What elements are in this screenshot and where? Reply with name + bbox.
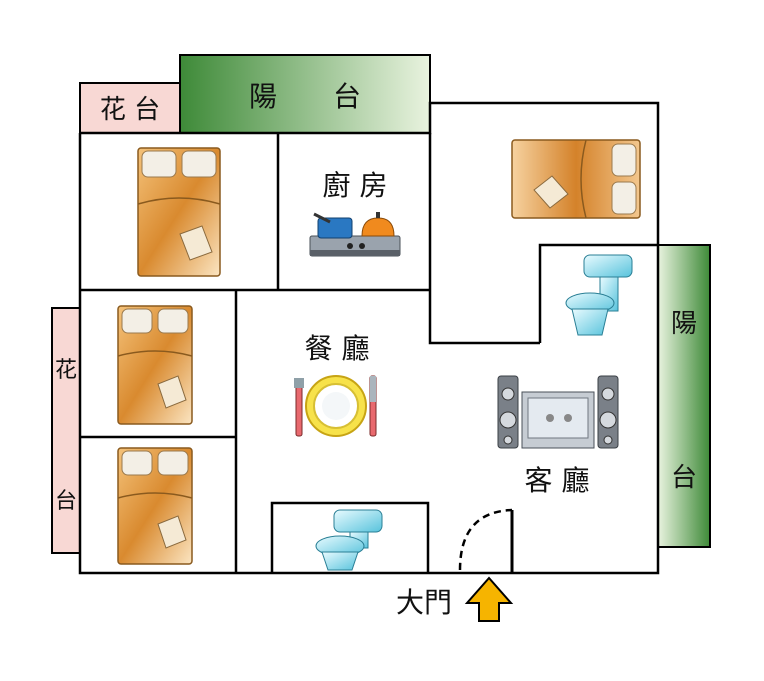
balcony-right-label-2: 台: [671, 463, 697, 493]
balcony-right: 陽 台: [657, 244, 711, 548]
toilet-icon: [565, 254, 633, 336]
arrow-up-icon: [464, 576, 514, 622]
toilet-icon: [315, 509, 383, 571]
bed-icon: [117, 305, 193, 425]
plate-icon: [294, 375, 377, 437]
main-door-label: 大門: [396, 586, 452, 619]
balcony-top-label: 陽 台: [249, 80, 361, 113]
kitchen-label: 廚 房: [323, 169, 388, 202]
flower-bed-top-label: 花 台: [100, 95, 160, 125]
balcony-right-label-1: 陽: [671, 309, 697, 339]
dining-label: 餐 廳: [305, 332, 370, 365]
living-label: 客 廳: [525, 464, 590, 497]
door-swing-arc: [458, 508, 513, 571]
balcony-top: 陽 台: [179, 54, 431, 134]
flower-bed-left-label-2: 台: [55, 489, 77, 514]
stereo-icon: [497, 375, 619, 449]
stove-icon: [309, 212, 401, 257]
flower-bed-left: 花 台: [51, 307, 81, 554]
bed-icon: [117, 447, 193, 565]
walls: [78, 101, 660, 575]
bed-icon: [511, 139, 641, 219]
flower-bed-top: 花 台: [79, 82, 181, 134]
flower-bed-left-label-1: 花: [55, 358, 77, 383]
bed-icon: [137, 147, 221, 277]
